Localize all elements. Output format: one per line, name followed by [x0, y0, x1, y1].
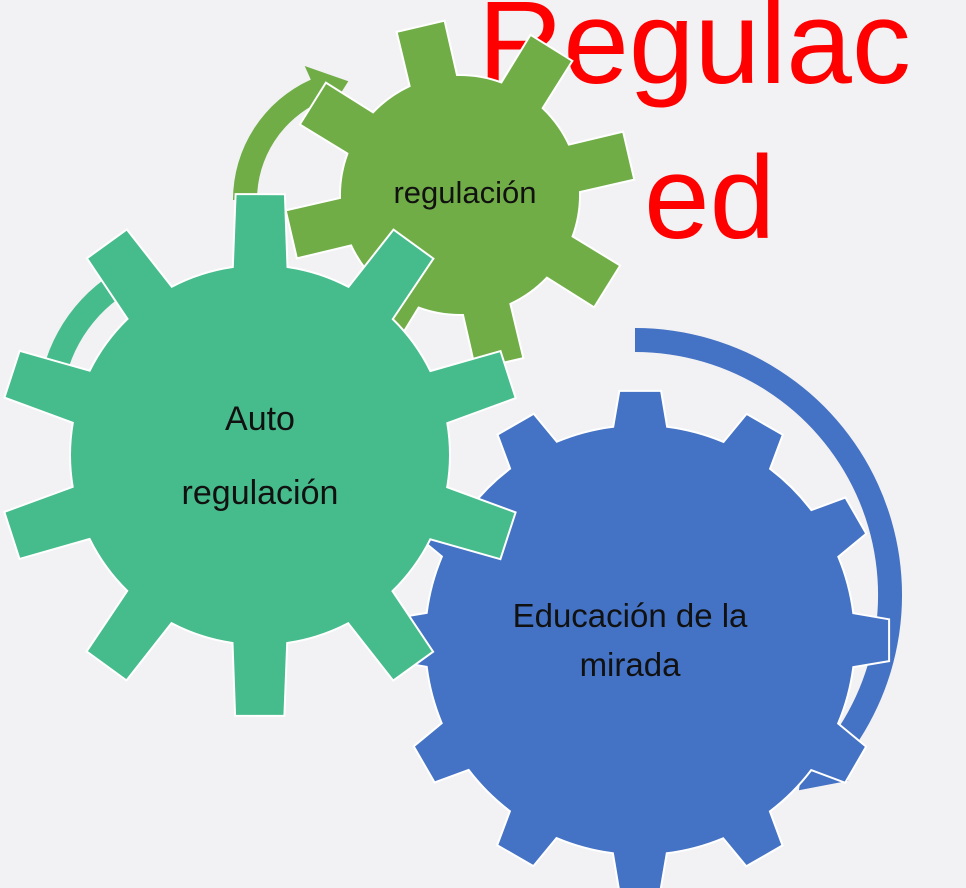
- regulacion-gear: [284, 19, 636, 371]
- auto-regulacion-label-line-1: Auto: [225, 400, 295, 438]
- educacion-mirada-label-line-1: Educación de la: [513, 597, 748, 634]
- auto-regulacion-gear: [3, 193, 517, 717]
- blue-arrow: [635, 327, 903, 791]
- educacion-mirada-gear: [389, 389, 891, 888]
- educacion-mirada-label-line-2: mirada: [580, 646, 682, 683]
- auto-regulacion-label-line-2: regulación: [182, 474, 339, 512]
- regulacion-label: regulación: [393, 175, 536, 210]
- slide-title-line-2: ed: [644, 132, 775, 264]
